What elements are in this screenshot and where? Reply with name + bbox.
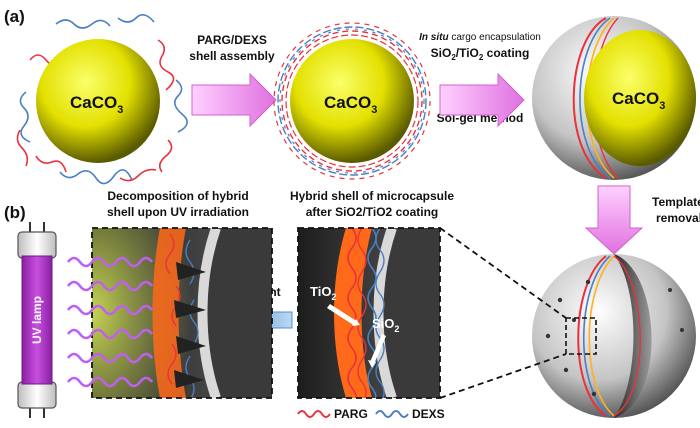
- legend-dexs-swatch: [375, 410, 409, 418]
- caco3-core: [36, 39, 160, 163]
- uv-waves: [66, 256, 154, 388]
- svg-text:CaCO3: CaCO3: [70, 93, 123, 116]
- tio2-pointer: [327, 304, 358, 326]
- step2-line1: In situ cargo encapsulation: [419, 32, 541, 43]
- svg-text:CaCO3: CaCO3: [324, 93, 377, 116]
- zoom-line-bottom: [439, 353, 567, 399]
- step1-line2: shell assembly: [189, 49, 275, 63]
- hybrid-shell-box: [297, 227, 441, 399]
- zoom-line-top: [439, 227, 567, 319]
- panel-b-label: (b): [4, 203, 26, 222]
- core-label-2: CaCO: [324, 93, 371, 112]
- step1-arrow: [191, 72, 277, 128]
- legend-dexs-label: DEXS: [412, 407, 445, 421]
- legend: PARG DEXS: [297, 407, 445, 421]
- step2-line2: SiO2/TiO2 coating: [431, 46, 530, 62]
- step3-line2: removal: [656, 211, 700, 225]
- sio2-label: SiO2: [372, 316, 399, 334]
- panel-a-label: (a): [4, 7, 25, 26]
- hybrid-title-line1: Hybrid shell of microcapsule: [290, 189, 454, 203]
- step3-line1: Template: [652, 195, 700, 209]
- capsule-bare-core: CaCO3: [16, 14, 188, 185]
- step1-line1: PARG/DEXS: [197, 33, 267, 47]
- legend-parg-label: PARG: [334, 407, 368, 421]
- core-label-1: CaCO: [70, 93, 117, 112]
- step2-arrow: [439, 72, 525, 128]
- step3-arrow: [584, 185, 644, 255]
- uv-lamp-label: UV lamp: [30, 296, 44, 344]
- sio2-pointer: [370, 334, 386, 364]
- svg-text:CaCO3: CaCO3: [612, 89, 665, 112]
- decomposed-shell-box: [91, 227, 273, 399]
- hybrid-title-line2: after SiO2/TiO2 coating: [306, 205, 438, 219]
- decomp-title-line1: Decomposition of hybrid: [107, 189, 248, 203]
- zoom-box: [565, 317, 597, 355]
- decomp-title-line2: shell upon UV irradiation: [107, 205, 249, 219]
- legend-parg-swatch: [297, 410, 331, 418]
- capsule-coated-core: CaCO3: [273, 22, 431, 180]
- uv-lamp: UV lamp: [17, 222, 57, 418]
- capsule-shelled-core: CaCO3: [532, 16, 696, 180]
- tio2-label: TiO2: [310, 284, 336, 302]
- hollow-microcapsule: [532, 254, 696, 418]
- caco3-core-2: [290, 39, 414, 163]
- core-label-3: CaCO: [612, 89, 659, 108]
